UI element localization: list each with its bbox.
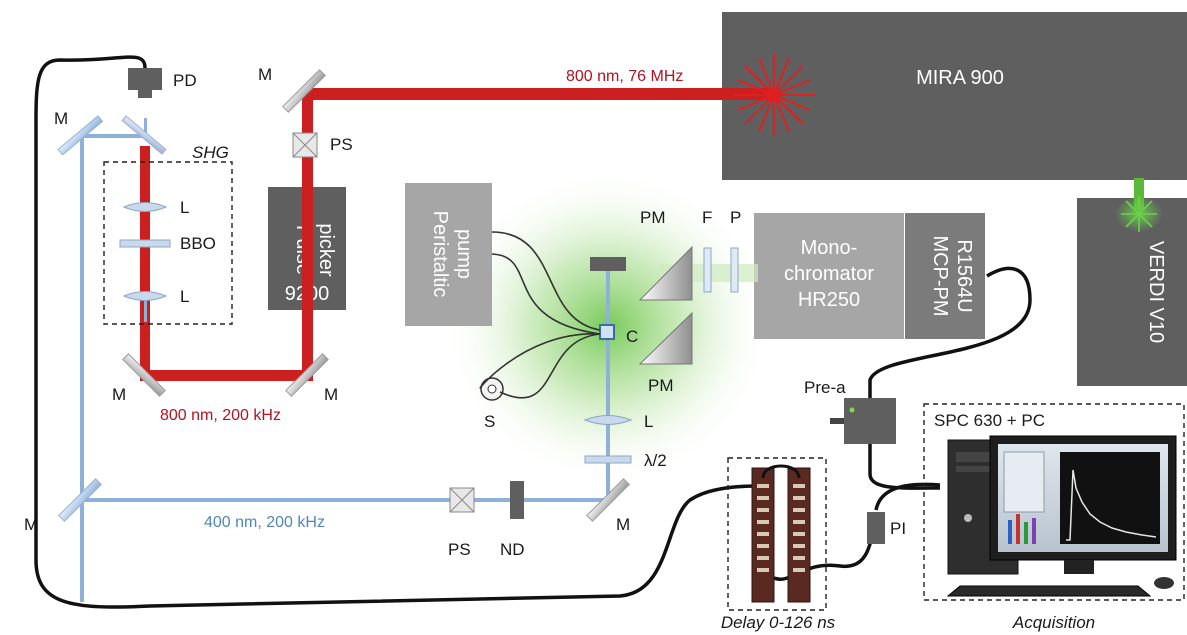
acquisition-box — [923, 403, 1185, 601]
half-wave-label: λ/2 — [644, 451, 667, 470]
mira-output-core — [767, 88, 781, 102]
keyboard — [946, 585, 1152, 597]
mirror-top-left-label: M — [54, 109, 68, 128]
verdi-label: VERDI V10 — [1145, 241, 1167, 343]
sample-reservoir-label: S — [484, 412, 495, 431]
mirror-bottom-left — [58, 478, 102, 522]
shg-lens-top-label: L — [180, 198, 189, 217]
mirror-bottom-pp — [285, 353, 329, 397]
shg-lens-top — [122, 202, 168, 212]
mirror-bottom-shg-label: M — [112, 385, 126, 404]
mirror-bottom-shg — [122, 353, 166, 397]
filter-label: F — [702, 208, 712, 227]
pi-module — [867, 512, 885, 544]
mirror-bottom-right — [586, 478, 630, 522]
sample-lens-label: L — [644, 412, 653, 431]
pc-drive-bay-2 — [956, 466, 1010, 472]
nd-filter — [510, 481, 524, 519]
mirror-bottom-pp-label: M — [324, 385, 338, 404]
sample-lens — [583, 415, 633, 425]
peristaltic-pump-box — [405, 183, 492, 326]
ps-bottom-label: PS — [448, 540, 471, 559]
acquisition-box-label: SPC 630 + PC — [934, 411, 1045, 430]
photodiode-label: PD — [173, 71, 197, 90]
screen-panel-left — [1003, 451, 1045, 513]
dichroic-mirror-top — [121, 115, 167, 155]
polarizer-label: P — [730, 208, 741, 227]
shg-label: SHG — [192, 143, 229, 162]
pi-pc-cable — [874, 482, 941, 511]
flow-tubes — [479, 231, 601, 399]
monochromator-box — [754, 213, 904, 339]
delay-box — [727, 457, 827, 611]
sample-cell — [599, 324, 615, 340]
screen-plot-area — [1060, 452, 1160, 544]
beam-label-ir-200: 800 nm, 200 kHz — [160, 407, 281, 424]
mono-label-1: Mono- — [801, 237, 858, 259]
verdi-pump-beam — [1134, 178, 1144, 210]
pc-drive-bay — [956, 452, 1010, 462]
mirror-bottom-right-label: M — [616, 515, 630, 534]
shg-box — [103, 161, 233, 325]
verdi-starburst — [1121, 196, 1157, 232]
shg-lens-bottom — [122, 291, 168, 301]
ps-top-label: PS — [330, 135, 353, 154]
cell-label: C — [626, 327, 638, 346]
half-wave-plate — [584, 455, 632, 464]
mira-label: MIRA 900 — [916, 67, 1004, 89]
mcp-preamp-cable — [868, 266, 1032, 398]
monitor-stand — [1064, 560, 1094, 574]
acquisition-caption: Acquisition — [1012, 613, 1095, 632]
filter — [703, 247, 712, 293]
mono-label-3: HR250 — [798, 289, 860, 311]
polarizer — [730, 247, 739, 293]
shg-focus-cone-2 — [140, 250, 150, 290]
ps-bottom — [449, 487, 475, 513]
mirror-top-left — [57, 115, 104, 156]
parabolic-mirror-bottom — [638, 311, 693, 365]
preamp-led — [849, 407, 855, 413]
delay-caption: Delay 0-126 ns — [721, 613, 836, 632]
preamp-pc-cable — [868, 444, 941, 490]
mcp-label-2: R1564U — [953, 239, 975, 312]
mouse — [1154, 577, 1174, 589]
shg-lens-bottom-label: L — [180, 287, 189, 306]
delay-pi-cable — [767, 519, 878, 581]
pm-bottom-label: PM — [648, 376, 674, 395]
screen-bars — [1008, 514, 1036, 544]
shg-focus-cone — [140, 228, 150, 242]
mono-label-2: chromator — [784, 263, 874, 285]
pump-label-2: pump — [453, 229, 475, 279]
delay-switches — [757, 484, 805, 572]
mirror-top-pp — [282, 69, 326, 113]
decay-curve — [1066, 469, 1157, 541]
beam-dump — [590, 257, 626, 271]
delay-jumper — [761, 464, 801, 479]
pm-top-label: PM — [640, 208, 666, 227]
beam-label-ir-76: 800 nm, 76 MHz — [566, 68, 683, 85]
parabolic-mirror-top — [638, 245, 693, 301]
mcp-pm-box — [905, 213, 985, 339]
photodiode-base — [138, 90, 152, 98]
pd-delay-cable — [34, 55, 758, 609]
pc-power-icon — [964, 514, 972, 522]
bbo-crystal — [119, 239, 171, 248]
ps-top — [292, 132, 318, 158]
blue-beam — [80, 118, 610, 602]
nd-label: ND — [500, 540, 525, 559]
mcp-label-1: MCP-PM — [929, 235, 951, 316]
beam-label-blue-200: 400 nm, 200 kHz — [204, 514, 325, 531]
photodiode — [128, 68, 162, 90]
bbo-label: BBO — [180, 234, 216, 253]
pump-label-1: Peristaltic — [429, 211, 451, 298]
sample-reservoir-core — [487, 384, 497, 394]
mirror-top-pp-label: M — [258, 65, 272, 84]
preamp-box — [844, 398, 896, 444]
preamp-label: Pre-a — [804, 378, 846, 397]
preamp-connector — [830, 418, 844, 424]
pi-label: PI — [890, 519, 906, 538]
pulse-picker-label-2: picker — [315, 223, 337, 277]
